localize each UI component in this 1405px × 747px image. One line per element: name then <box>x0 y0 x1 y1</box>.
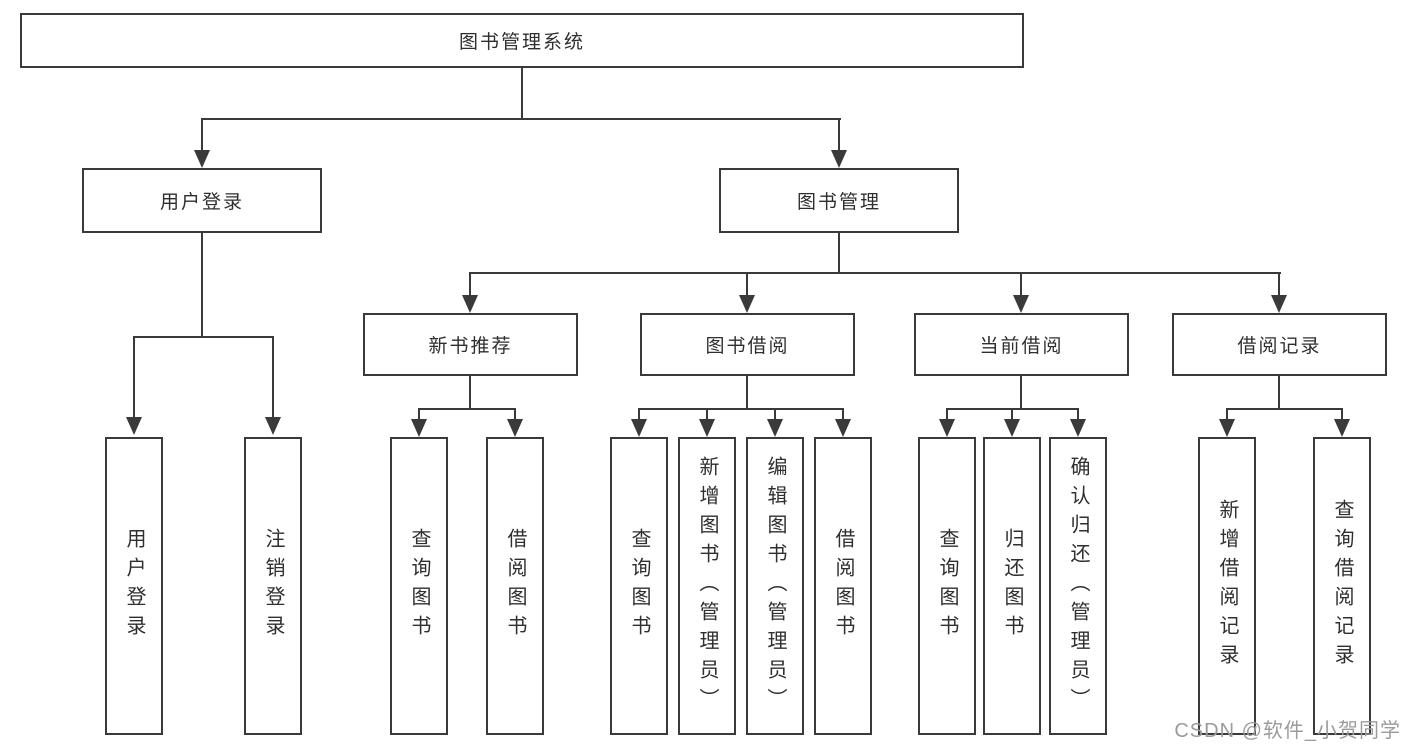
node-new-book-recommend: 新书推荐 <box>363 313 578 376</box>
arrow-down-icon <box>699 419 715 437</box>
connector-line <box>1341 408 1343 421</box>
leaf-user-login: 用户登录 <box>105 437 163 735</box>
connector-line <box>469 376 471 410</box>
connector-line <box>1020 272 1022 297</box>
connector-line <box>946 408 948 421</box>
leaf-query-borrow-record: 查询借阅记录 <box>1313 437 1371 735</box>
leaf-add-borrow-record: 新增借阅记录 <box>1198 437 1256 735</box>
arrow-down-icon <box>507 419 523 437</box>
node-current-borrowing: 当前借阅 <box>914 313 1129 376</box>
arrow-down-icon <box>462 295 478 313</box>
csdn-watermark: CSDN @软件_小贺同学 <box>1174 720 1401 742</box>
arrow-down-icon <box>739 295 755 313</box>
connector-line <box>706 408 708 421</box>
node-borrowing-records: 借阅记录 <box>1172 313 1387 376</box>
connector-line <box>1077 408 1079 421</box>
connector-line <box>521 68 523 120</box>
connector-line <box>746 376 748 410</box>
arrow-down-icon <box>411 419 427 437</box>
connector-line <box>469 272 1281 274</box>
connector-line <box>842 408 844 421</box>
connector-line <box>418 408 516 410</box>
connector-line <box>638 408 640 421</box>
connector-line <box>418 408 420 421</box>
leaf-confirm-return-admin: 确认归还（管理员） <box>1049 437 1107 735</box>
connector-line <box>133 336 274 338</box>
arrow-down-icon <box>631 419 647 437</box>
connector-line <box>1011 408 1013 421</box>
connector-line <box>201 233 203 336</box>
connector-line <box>1226 408 1343 410</box>
connector-line <box>838 233 840 274</box>
connector-line <box>133 336 135 417</box>
arrow-down-icon <box>126 417 142 435</box>
connector-line <box>469 272 471 297</box>
leaf-edit-books-admin: 编辑图书（管理员） <box>746 437 804 735</box>
arrow-down-icon <box>1004 419 1020 437</box>
connector-line <box>638 408 844 410</box>
leaf-return-books: 归还图书 <box>983 437 1041 735</box>
arrow-down-icon <box>1334 419 1350 437</box>
leaf-query-books: 查询图书 <box>390 437 448 735</box>
arrow-down-icon <box>1219 419 1235 437</box>
connector-line <box>838 118 840 150</box>
node-user-login: 用户登录 <box>82 168 322 233</box>
arrow-down-icon <box>831 150 847 168</box>
connector-line <box>1020 376 1022 410</box>
leaf-query-books: 查询图书 <box>610 437 668 735</box>
arrow-down-icon <box>767 419 783 437</box>
arrow-down-icon <box>939 419 955 437</box>
connector-line <box>201 118 841 120</box>
arrow-down-icon <box>1013 295 1029 313</box>
connector-line <box>514 408 516 421</box>
connector-line <box>201 118 203 150</box>
connector-line <box>774 408 776 421</box>
node-root: 图书管理系统 <box>20 13 1024 68</box>
leaf-logout: 注销登录 <box>244 437 302 735</box>
node-book-management: 图书管理 <box>719 168 959 233</box>
leaf-add-books-admin: 新增图书（管理员） <box>678 437 736 735</box>
leaf-borrow-books: 借阅图书 <box>486 437 544 735</box>
arrow-down-icon <box>265 417 281 435</box>
connector-line <box>272 336 274 417</box>
arrow-down-icon <box>835 419 851 437</box>
arrow-down-icon <box>1271 295 1287 313</box>
node-book-borrowing: 图书借阅 <box>640 313 855 376</box>
leaf-borrow-books: 借阅图书 <box>814 437 872 735</box>
arrow-down-icon <box>194 150 210 168</box>
connector-line <box>1278 272 1280 297</box>
connector-line <box>1226 408 1228 421</box>
arrow-down-icon <box>1070 419 1086 437</box>
leaf-query-books: 查询图书 <box>918 437 976 735</box>
connector-line <box>746 272 748 297</box>
connector-line <box>1278 376 1280 410</box>
